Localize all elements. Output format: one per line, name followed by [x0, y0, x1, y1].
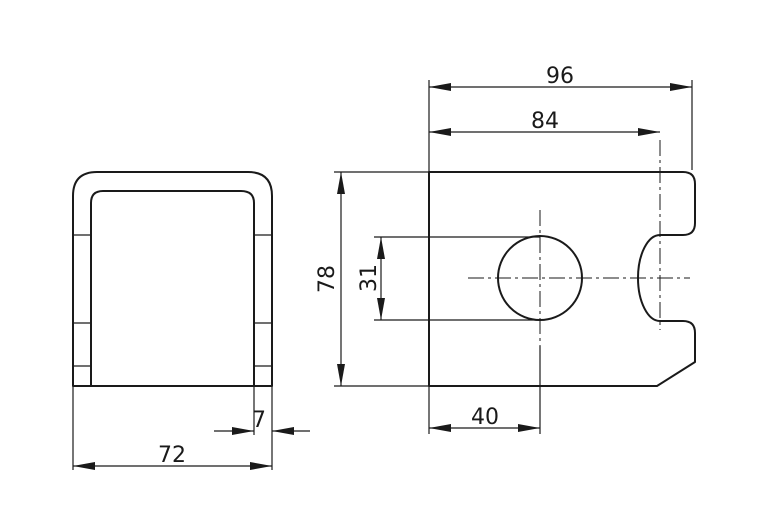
dimension-overall-length: 96 [428, 64, 693, 172]
dimension-wall-thickness: 7 [214, 386, 310, 435]
dimension-arrowhead [337, 364, 345, 386]
dimension-arrowhead [272, 427, 294, 435]
dimension-label-height: 78 [315, 265, 340, 293]
dimension-arrowhead [377, 298, 385, 320]
dimension-arrowhead [73, 462, 95, 470]
u-bracket-inner-outline [90, 190, 255, 386]
u-bracket-section-lines [73, 234, 272, 367]
dimension-arrowhead [250, 462, 272, 470]
dimension-label-overall-width: 72 [158, 443, 186, 468]
dimension-label-wall-thickness: 7 [252, 408, 266, 433]
dimension-label-overall-length: 96 [546, 64, 574, 89]
center-lines [468, 140, 690, 346]
dimension-arrowhead [337, 172, 345, 194]
dimension-hole-diameter: 31 [357, 236, 540, 321]
dimension-label-hole-center: 40 [471, 405, 499, 430]
u-bracket-outer-outline [72, 171, 273, 387]
dimension-arrowhead [670, 83, 692, 91]
dimension-arrowhead [638, 128, 660, 136]
dimension-label-slot-center: 84 [531, 109, 559, 134]
plate-outline [428, 171, 696, 387]
dimension-arrowhead [429, 424, 451, 432]
dimension-overall-width: 72 [72, 386, 273, 470]
dimension-label-hole-diameter: 31 [357, 264, 382, 292]
dimension-arrowhead [377, 237, 385, 259]
front-view: 96 84 78 31 [315, 64, 696, 434]
side-view: 7 72 [72, 171, 310, 470]
dimension-arrowhead [518, 424, 540, 432]
dimension-hole-center: 40 [428, 346, 541, 434]
dimension-arrowhead [429, 128, 451, 136]
dimension-arrowhead [429, 83, 451, 91]
dimension-arrowhead [232, 427, 254, 435]
dimension-height: 78 [315, 171, 429, 387]
dimension-slot-center: 84 [429, 109, 660, 136]
